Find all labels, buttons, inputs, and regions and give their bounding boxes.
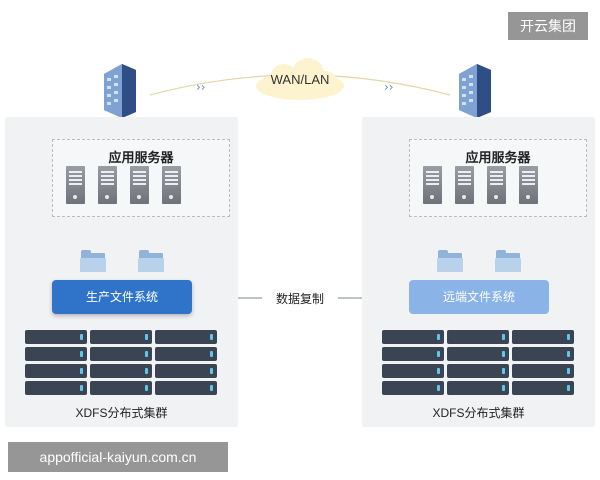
rack-icon [90, 381, 152, 395]
rack-icon [155, 364, 217, 378]
rack-icon [512, 381, 574, 395]
rack-icon [25, 364, 87, 378]
building-icon [459, 64, 491, 118]
server-group-title: 应用服务器 [108, 150, 174, 165]
rack-icon [90, 347, 152, 361]
watermark-tag: appofficial-kaiyun.com.cn [8, 442, 228, 472]
cloud-icon [256, 58, 344, 100]
server-group-title: 应用服务器 [465, 150, 531, 165]
rack-icon [155, 330, 217, 344]
server-icon [423, 166, 442, 204]
rack-icon [447, 364, 509, 378]
rack-icon [447, 381, 509, 395]
rack-icon [447, 347, 509, 361]
rack-icon [25, 330, 87, 344]
rack-icon [382, 330, 444, 344]
rack-icon [155, 381, 217, 395]
rack-icon [25, 381, 87, 395]
building-icon [104, 64, 136, 118]
folder-icon [80, 250, 106, 272]
rack-icon [25, 347, 87, 361]
rack-icon [90, 364, 152, 378]
cluster-label: XDFS分布式集群 [75, 406, 168, 420]
chevron-left-icon: ›› [196, 80, 206, 94]
server-icon [162, 166, 181, 204]
server-icon [487, 166, 506, 204]
rack-icon [90, 330, 152, 344]
rack-icon [155, 347, 217, 361]
server-icon [130, 166, 149, 204]
remote-file-system: 远端文件系统 [409, 280, 549, 314]
rack-icon [512, 347, 574, 361]
rack-icon [512, 330, 574, 344]
server-icon [98, 166, 117, 204]
rack-icon [447, 330, 509, 344]
network-label: WAN/LAN [270, 72, 330, 87]
server-icon [455, 166, 474, 204]
rack-icon [382, 364, 444, 378]
folder-icon [138, 250, 164, 272]
cluster-label: XDFS分布式集群 [432, 406, 525, 420]
folder-icon [495, 250, 521, 272]
brand-tag: 开云集团 [508, 12, 588, 40]
rack-icon [382, 381, 444, 395]
server-icon [519, 166, 538, 204]
server-icon [66, 166, 85, 204]
chevron-right-icon: ›› [384, 80, 394, 94]
rack-icon [512, 364, 574, 378]
folder-icon [437, 250, 463, 272]
rack-icon [382, 347, 444, 361]
replication-label: 数据复制 [262, 290, 338, 307]
production-file-system: 生产文件系统 [52, 280, 192, 314]
